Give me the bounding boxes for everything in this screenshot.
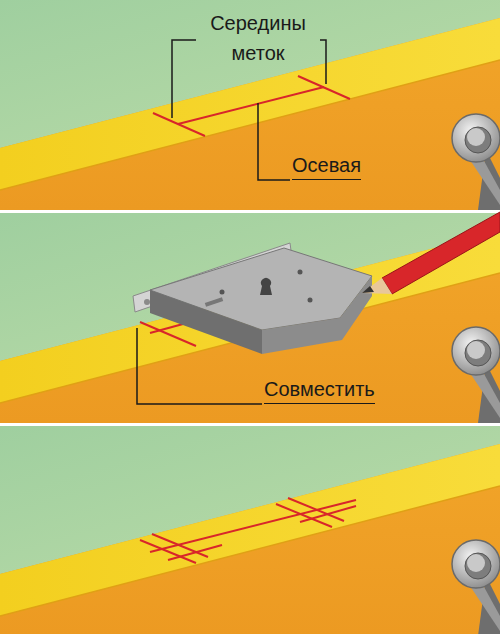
mortise-lock (133, 243, 372, 354)
marking-lines (153, 76, 350, 136)
door-edge-panel (0, 213, 500, 423)
door-edge-panel (0, 426, 500, 634)
door-edge-panel (0, 0, 500, 210)
callout-label: Совместить (264, 376, 375, 404)
callout-label: Середины меток (200, 8, 316, 68)
leader-line (137, 328, 262, 404)
marking-lines (140, 498, 356, 563)
pencil (362, 212, 500, 294)
callout-label: Осевая (292, 152, 361, 180)
